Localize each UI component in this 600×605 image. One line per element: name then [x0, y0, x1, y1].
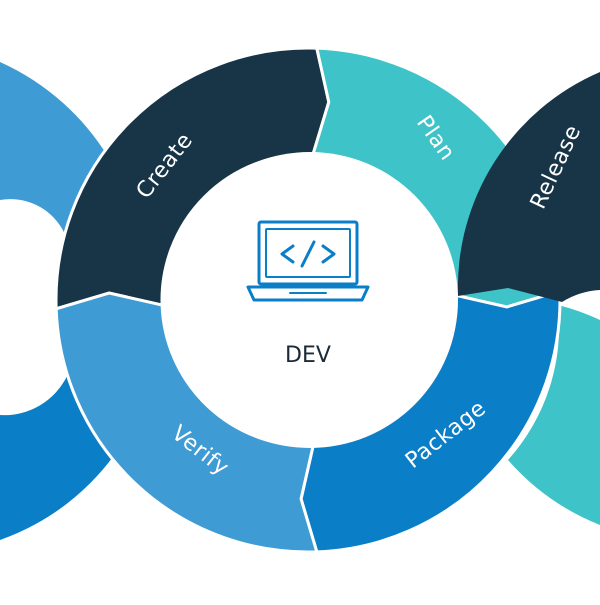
laptop-code-icon [246, 220, 370, 302]
left-ring-upper [0, 62, 110, 298]
right-ring-lower [508, 305, 600, 525]
segment-release [457, 72, 600, 302]
center-label: DEV [285, 343, 331, 368]
